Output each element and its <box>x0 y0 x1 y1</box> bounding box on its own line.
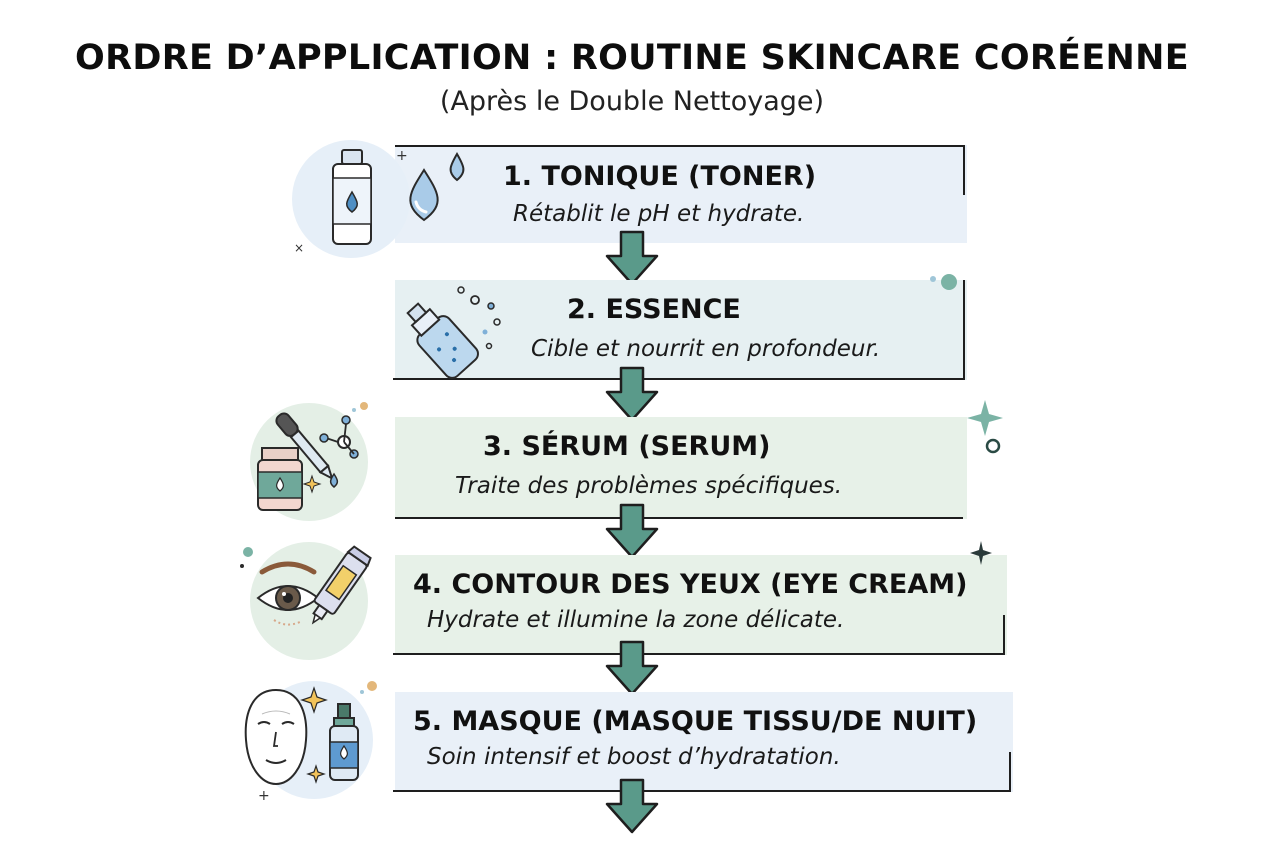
arrow-1-to-2 <box>605 230 659 286</box>
page-subtitle: (Après le Double Nettoyage) <box>439 86 825 117</box>
svg-text:+: + <box>396 148 408 164</box>
step-2-name: 2. ESSENCE <box>567 294 741 325</box>
arrow-4-to-5 <box>605 640 659 696</box>
step-1-name: 1. TONIQUE (TONER) <box>503 161 817 192</box>
essence-spray-icon <box>406 286 501 379</box>
serum-dropper-icon <box>257 402 368 511</box>
toner-bottle-icon: + × <box>294 148 465 255</box>
step-2-description: Cible et nourrit en profondeur. <box>531 336 881 362</box>
step-3-description: Traite des problèmes spécifiques. <box>455 473 843 499</box>
step-2: 2. ESSENCE Cible et nourrit en profondeu… <box>393 280 967 380</box>
arrow-3-to-4 <box>605 503 659 559</box>
step-5: 5. MASQUE (MASQUE TISSU/DE NUIT) Soin in… <box>393 692 1013 792</box>
eye-cream-icon <box>256 545 372 626</box>
decorative-dots-icon <box>240 547 253 568</box>
step-1: 1. TONIQUE (TONER) Rétablit le pH et hyd… <box>395 145 967 243</box>
sparkle-icon <box>967 400 1003 454</box>
svg-text:+: + <box>258 788 270 804</box>
step-1-description: Rétablit le pH et hydrate. <box>513 201 805 227</box>
arrow-2-to-3 <box>605 366 659 422</box>
arrow-5-next <box>605 778 659 834</box>
step-5-name: 5. MASQUE (MASQUE TISSU/DE NUIT) <box>413 706 978 737</box>
step-4: 4. CONTOUR DES YEUX (EYE CREAM) Hydrate … <box>393 555 1007 655</box>
step-3: 3. SÉRUM (SERUM) Traite des problèmes sp… <box>395 417 967 519</box>
sheet-mask-icon: + <box>244 681 377 804</box>
sparkle-icon <box>970 541 992 565</box>
svg-text:×: × <box>294 241 304 255</box>
decorative-dots-icon <box>930 274 957 290</box>
step-4-description: Hydrate et illumine la zone délicate. <box>427 607 845 633</box>
step-3-name: 3. SÉRUM (SERUM) <box>483 431 771 462</box>
step-5-description: Soin intensif et boost d’hydratation. <box>427 744 841 770</box>
step-4-name: 4. CONTOUR DES YEUX (EYE CREAM) <box>413 569 968 600</box>
page-title: ORDRE D’APPLICATION : ROUTINE SKINCARE C… <box>75 38 1189 78</box>
